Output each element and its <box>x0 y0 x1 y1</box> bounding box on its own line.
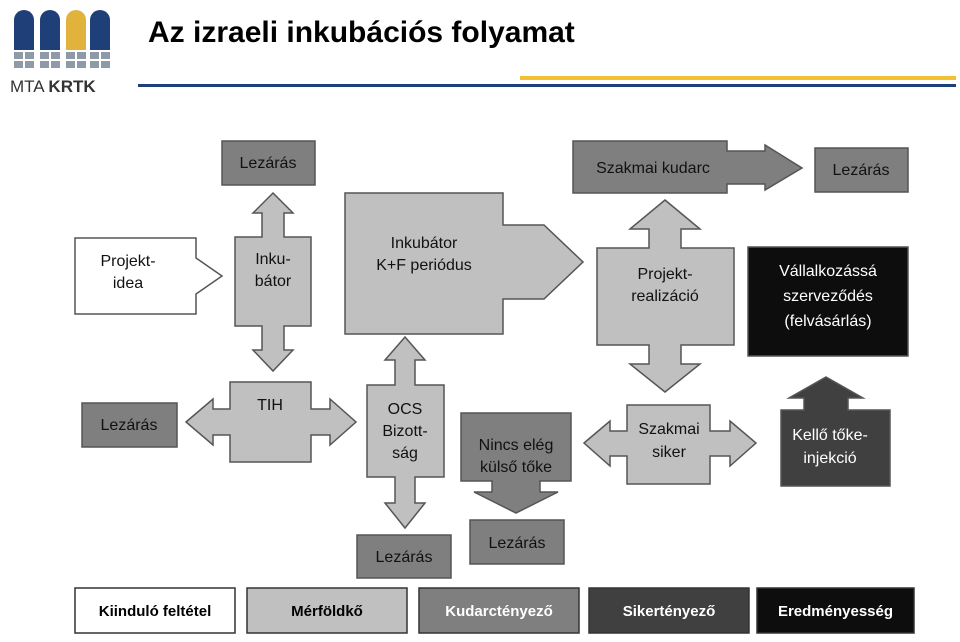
legend-label: Sikertényező <box>623 603 716 620</box>
legend-swatch <box>246 587 408 634</box>
node-lezaras-bottom-nincs <box>469 519 565 565</box>
node-vallalkozassa <box>747 246 909 357</box>
label-lezaras-bottom-ocs: Lezárás <box>376 549 433 566</box>
legend-item-result: Eredményesség <box>756 587 915 634</box>
node-lezaras-top <box>221 140 316 186</box>
label-lezaras-topright: Lezárás <box>833 162 890 179</box>
label-szakmai-kudarc: Szakmai kudarc <box>596 160 710 177</box>
node-szakmai-kudarc <box>572 140 804 194</box>
node-lezaras-left <box>81 402 178 448</box>
label-inkubator: Inku-bátor <box>255 251 292 290</box>
logo-mark <box>14 10 110 68</box>
legend-item-start: Kiinduló feltétel <box>74 587 236 634</box>
legend-item-success: Sikertényező <box>588 587 750 634</box>
node-nincs-eleg <box>460 412 572 514</box>
label-projekt-idea: Projekt-idea <box>100 253 155 292</box>
label-lezaras-left: Lezárás <box>101 417 158 434</box>
node-inkubator <box>234 191 312 373</box>
node-kello-toke <box>780 376 891 487</box>
node-projekt-realizacio <box>596 199 735 393</box>
legend-item-failure: Kudarctényező <box>418 587 580 634</box>
legend-label: Mérföldkő <box>291 603 363 620</box>
legend-label: Kiinduló feltétel <box>99 603 212 620</box>
node-lezaras-bottom-ocs <box>356 534 452 579</box>
title-rule-blue <box>138 84 956 87</box>
legend-item-milestone: Mérföldkő <box>246 587 408 634</box>
legend: Kiinduló feltétel Mérföldkő Kudarctényező S… <box>74 587 915 634</box>
label-projekt-realizacio: Projekt-realizáció <box>631 266 699 305</box>
label-lezaras-top: Lezárás <box>240 155 297 172</box>
page-title: Az izraeli inkubációs folyamat <box>148 16 575 49</box>
node-tih <box>184 381 358 463</box>
title-rule-gold <box>520 76 956 80</box>
legend-swatch <box>588 587 750 634</box>
legend-label: Eredményesség <box>778 603 893 620</box>
node-lezaras-topright <box>814 147 909 193</box>
node-ocs <box>366 335 445 530</box>
node-szakmai-siker <box>582 404 758 485</box>
label-tih: TIH <box>257 397 283 414</box>
legend-swatch <box>74 587 236 634</box>
legend-swatch <box>756 587 915 634</box>
label-kello-toke: Kellő tőke-injekció <box>792 427 868 467</box>
logo-text: MTA KRTK <box>10 77 96 96</box>
legend-label: Kudarctényező <box>445 603 553 620</box>
legend-swatch <box>418 587 580 634</box>
label-lezaras-bottom-nincs: Lezárás <box>489 535 546 552</box>
mta-krtk-logo: MTA KRTK <box>10 10 110 96</box>
node-inkubator-kf <box>344 192 585 335</box>
node-projekt-idea <box>74 237 224 315</box>
